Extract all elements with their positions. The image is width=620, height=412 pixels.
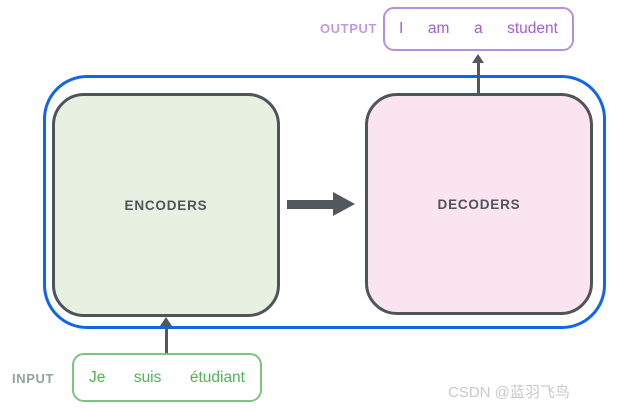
seq2seq-container-outline — [43, 75, 606, 329]
output-label: OUTPUT — [319, 21, 377, 36]
output-token-box: I am a student — [383, 7, 574, 51]
output-token: student — [507, 20, 558, 37]
decoder-to-output-arrow-up-icon — [472, 54, 484, 63]
input-label: INPUT — [12, 371, 54, 386]
output-token: am — [427, 20, 450, 37]
encoders-box: ENCODERS — [52, 93, 280, 317]
input-token-box: Je suis étudiant — [72, 353, 262, 402]
decoder-to-output-arrow-shaft — [477, 62, 480, 94]
encoder-to-decoder-arrow-head — [333, 192, 355, 216]
watermark: CSDN @蓝羽飞鸟 — [448, 384, 570, 401]
encoder-to-decoder-arrow-right-icon — [287, 200, 334, 209]
input-token: suis — [133, 368, 162, 386]
input-token: Je — [89, 368, 106, 386]
output-token: a — [473, 20, 483, 37]
decoders-box: DECODERS — [365, 93, 593, 315]
input-token: étudiant — [189, 368, 245, 386]
input-to-encoder-arrow-up-icon — [160, 317, 172, 326]
output-token: I — [399, 20, 404, 37]
encoders-label: ENCODERS — [124, 197, 208, 213]
decoders-label: DECODERS — [437, 196, 521, 212]
input-to-encoder-arrow-shaft — [165, 325, 168, 353]
